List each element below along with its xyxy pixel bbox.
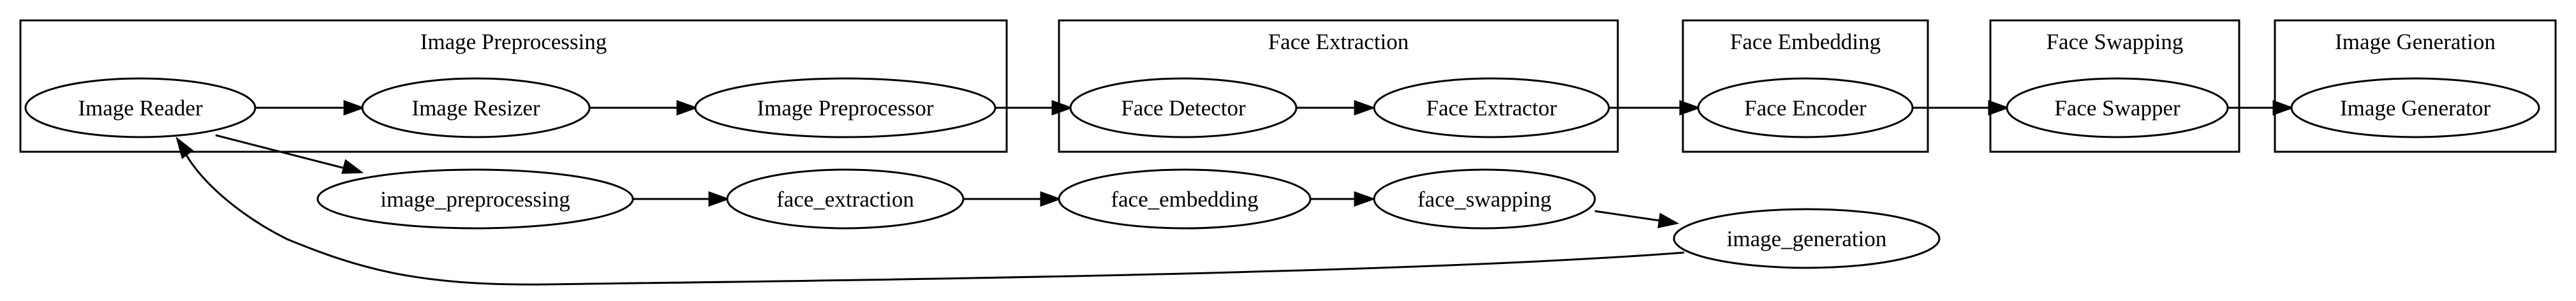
node-face-swapping-label: face_swapping [1418,187,1551,212]
arrowhead [1040,191,1062,207]
node-face-extraction-label: face_extraction [776,187,914,212]
cluster-face-embedding-box [1682,19,1929,153]
node-image-generator-shape [2290,77,2540,138]
node-face-extractor-shape [1373,77,1610,138]
cluster-face-embedding-title: Face Embedding [1730,29,1881,54]
node-image-reader[interactable]: Image Reader [24,77,256,138]
node-image-preprocessor-label: Image Preprocessor [757,96,934,121]
node-image-generator[interactable]: Image Generator [2290,77,2540,138]
edge-face-swapper-to-image-generator [2228,99,2295,116]
node-image-preprocessing-label: image_preprocessing [380,187,570,212]
edge-face-encoder-to-face-swapper [1913,99,2010,116]
node-image-resizer-label: Image Resizer [411,96,540,121]
arrowhead [676,99,699,116]
cluster-face-swapping-box [1989,19,2240,153]
node-face-encoder-shape [1697,77,1914,138]
edge-face-embedding-to-face-swapping [1310,191,1376,207]
arrowhead [1051,99,1074,116]
node-face-embedding-shape [1058,168,1312,230]
node-face-encoder[interactable]: Face Encoder [1697,77,1914,138]
arrowhead [1657,212,1680,228]
arrowhead [175,136,194,159]
node-face-swapping-shape [1373,168,1596,230]
cluster-face-embedding: Face Embedding [1682,19,1929,153]
node-image-resizer[interactable]: Image Resizer [361,77,591,138]
arrowhead [343,99,366,116]
node-face-extractor[interactable]: Face Extractor [1373,77,1610,138]
edge-face-extractor-to-face-encoder [1609,99,1701,116]
cluster-face-swapping: Face Swapping [1989,19,2240,153]
node-image-preprocessor[interactable]: Image Preprocessor [694,77,996,138]
cluster-face-extraction: Face Extraction [1058,19,1619,153]
arrowhead [708,191,730,207]
cluster-image-preprocessing-title: Image Preprocessing [420,29,607,54]
arrowhead [1988,99,2010,116]
edge-image-reader-to-image-preprocessing [215,134,364,174]
edge-image-preprocessor-to-face-detector [995,99,1074,116]
edge-image-generation-to-image-reader [175,136,1685,286]
node-face-swapper-shape [2006,77,2229,138]
node-image-generation-shape [1673,208,1941,269]
cluster-image-preprocessing-box [19,19,1008,153]
edge-image-reader-to-image-resizer [255,99,366,116]
node-face-detector-shape [1069,77,1298,138]
edge-image-resizer-to-image-preprocessor [589,99,699,116]
cluster-face-extraction-box [1058,19,1619,153]
arrowhead [1354,191,1376,207]
node-face-embedding-label: face_embedding [1111,187,1258,212]
edge-face-detector-to-face-extractor [1296,99,1376,116]
node-face-extraction[interactable]: face_extraction [726,168,965,230]
edge-line [1594,210,1661,222]
node-image-generator-label: Image Generator [2340,96,2491,121]
node-image-reader-shape [24,77,256,138]
edge-face-extraction-to-face-embedding [963,191,1062,207]
edge-image-preprocessing-to-face-extraction [633,191,730,207]
edge-line [215,134,346,170]
node-face-detector[interactable]: Face Detector [1069,77,1298,138]
node-face-encoder-label: Face Encoder [1744,96,1867,121]
cluster-image-preprocessing: Image Preprocessing [19,19,1008,153]
node-image-generation-label: image_generation [1727,226,1887,251]
node-face-swapper[interactable]: Face Swapper [2006,77,2229,138]
node-face-extraction-shape [726,168,965,230]
node-image-preprocessing[interactable]: image_preprocessing [316,168,634,230]
cluster-image-generation-title: Image Generation [2335,29,2496,54]
arrowhead [1679,99,1701,116]
node-face-detector-label: Face Detector [1121,96,1246,121]
arrowhead [341,159,364,174]
edge-face-swapping-to-image-generation [1594,210,1680,228]
cluster-face-swapping-title: Face Swapping [2047,29,2184,54]
node-face-extractor-label: Face Extractor [1426,96,1557,121]
node-image-preprocessor-shape [694,77,996,138]
edge-line [185,154,1685,286]
node-image-reader-label: Image Reader [78,96,203,121]
node-face-embedding[interactable]: face_embedding [1058,168,1312,230]
node-face-swapper-label: Face Swapper [2054,96,2180,121]
cluster-image-generation-box [2274,19,2557,153]
node-image-resizer-shape [361,77,591,138]
arrowhead [2272,99,2295,116]
cluster-image-generation: Image Generation [2274,19,2557,153]
node-image-generation[interactable]: image_generation [1673,208,1941,269]
arrowhead [1354,99,1376,116]
node-image-preprocessing-shape [316,168,634,230]
node-face-swapping[interactable]: face_swapping [1373,168,1596,230]
cluster-face-extraction-title: Face Extraction [1268,29,1409,54]
